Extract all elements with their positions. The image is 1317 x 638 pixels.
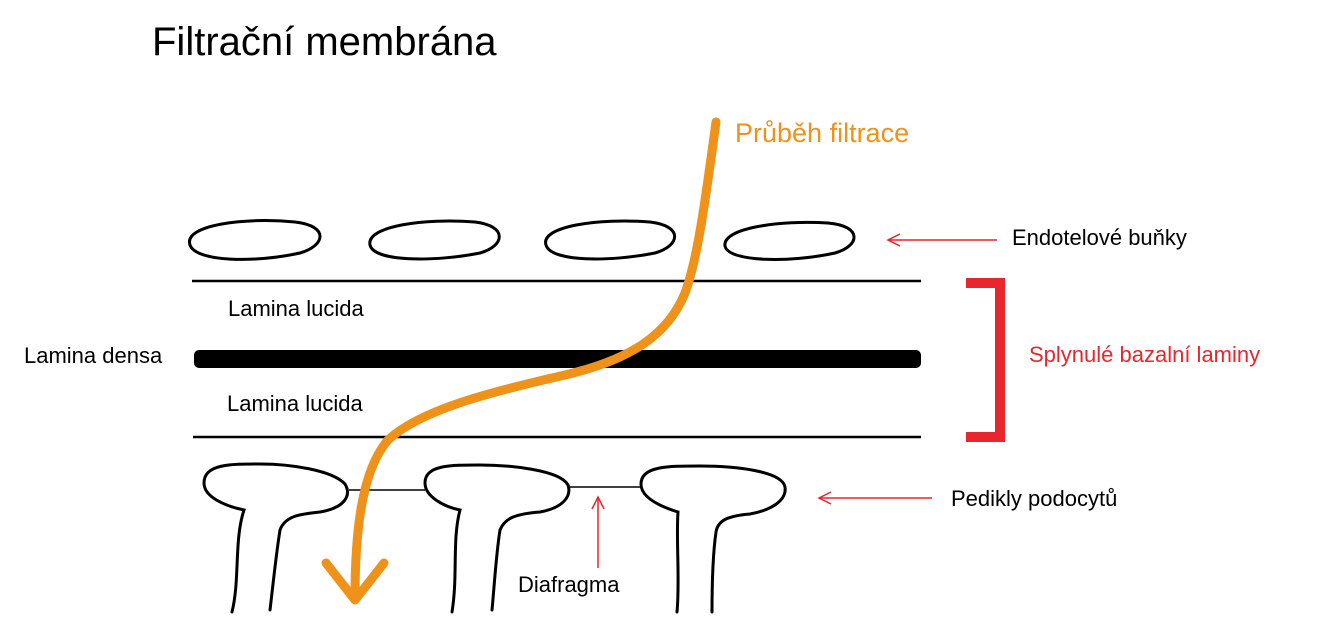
- podocyte-pedicle: [423, 463, 571, 614]
- lamina-densa-band: [194, 350, 921, 368]
- endothelial-cell: [368, 219, 501, 261]
- filtration-path-label: Průběh filtrace: [735, 118, 910, 148]
- pedicle-pointer-arrow: [817, 491, 932, 505]
- podocyte-pedicles: [202, 462, 787, 614]
- podocyte-pedicle: [639, 464, 787, 614]
- diagram-title: Filtrační membrána: [152, 20, 497, 64]
- endothelial-cells: [188, 219, 856, 261]
- fused-basal-laminae-label: Splynulé bazalní laminy: [1029, 342, 1261, 367]
- lamina-lucida-upper-label: Lamina lucida: [228, 296, 364, 321]
- endothelial-cells-label: Endotelové buňky: [1012, 225, 1187, 250]
- endothelial-cell: [723, 220, 856, 261]
- endothelial-cell: [188, 219, 322, 261]
- lamina-densa-label: Lamina densa: [24, 343, 163, 368]
- endothelial-pointer-arrow: [886, 233, 997, 247]
- podocyte-pedicles-label: Pedikly podocytů: [951, 486, 1118, 511]
- lamina-lucida-lower-label: Lamina lucida: [227, 391, 363, 416]
- diaphragm-label: Diafragma: [518, 572, 620, 597]
- filtration-path-arrow: [321, 117, 721, 605]
- diaphragm-pointer-arrow: [591, 495, 605, 568]
- fused-laminae-bracket: [966, 278, 1005, 442]
- podocyte-pedicle: [202, 462, 349, 614]
- endothelial-cell: [544, 219, 676, 261]
